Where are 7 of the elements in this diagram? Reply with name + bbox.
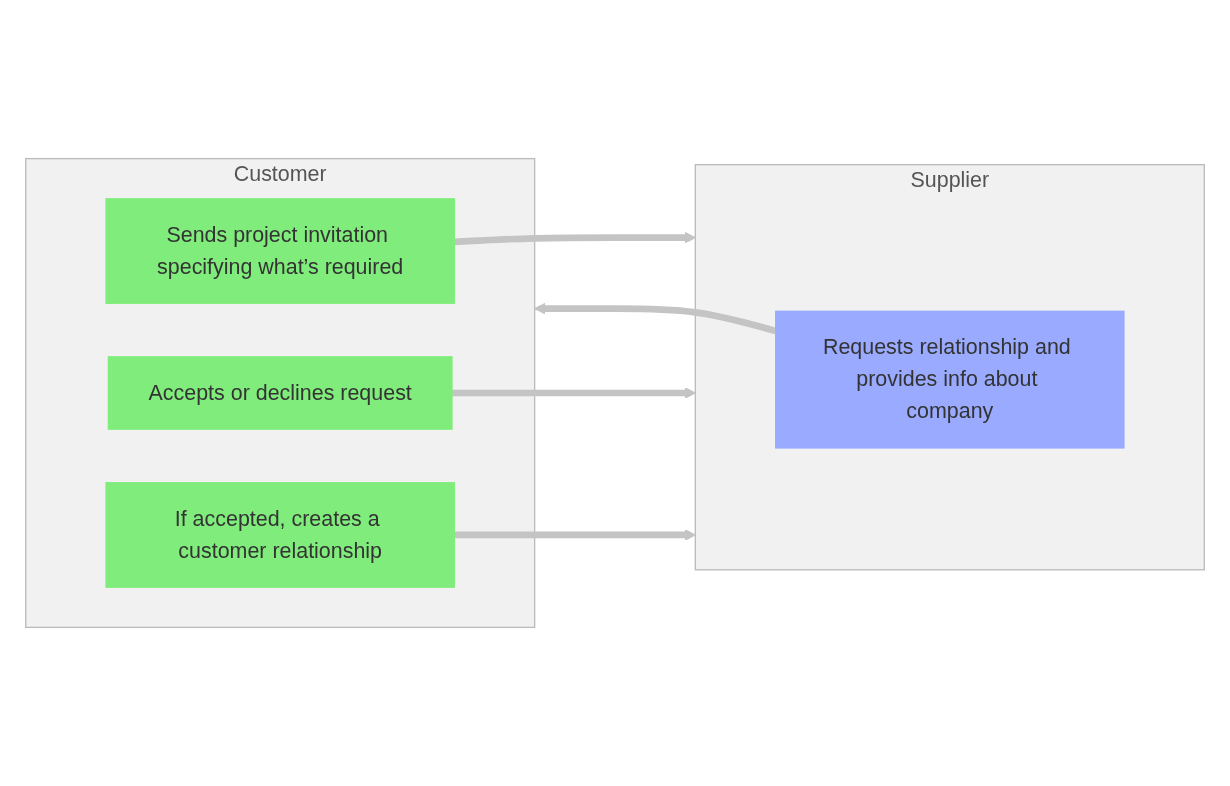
node-box: Sends project invitation specifying what’s required — [105, 198, 455, 304]
node-box: If accepted, creates a customer relationship — [105, 482, 455, 588]
node-box: Requests relationship and provides info about company — [775, 310, 1125, 449]
arrow — [454, 231, 696, 246]
arrow — [451, 387, 696, 399]
node-box: Accepts or declines request — [107, 356, 453, 430]
arrow — [454, 529, 696, 541]
